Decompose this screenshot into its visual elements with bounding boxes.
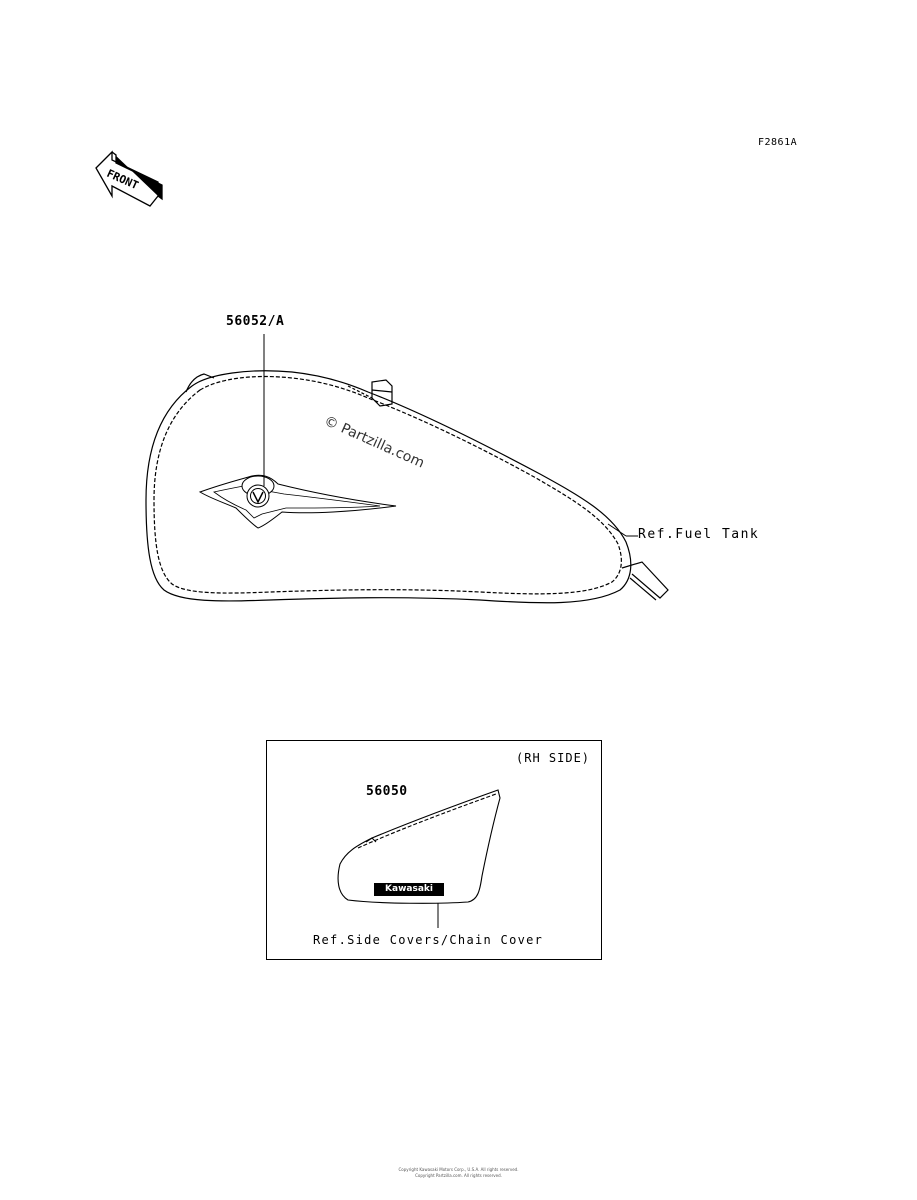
inset-side-label: (RH SIDE) (516, 751, 591, 765)
footer-copyright: Copyright Kawasaki Motors Corp., U.S.A. … (398, 1167, 519, 1172)
reference-side-covers: Ref.Side Covers/Chain Cover (313, 933, 544, 947)
side-cover-outline (337, 789, 501, 904)
tank-emblem (198, 474, 397, 529)
rh-side-inset-box (266, 740, 602, 960)
footer-copyright-line2: Copyright Partzilla.com. All rights rese… (415, 1173, 502, 1178)
fuel-tank-outline (145, 370, 669, 604)
kawasaki-decal: Kawasaki (374, 883, 444, 896)
reference-fuel-tank: Ref.Fuel Tank (638, 527, 760, 542)
leader-lines (263, 334, 638, 928)
part-number-side-cover-decal[interactable]: 56050 (366, 784, 408, 799)
figure-id: F2861A (758, 137, 798, 148)
part-number-tank-emblem[interactable]: 56052/A (226, 314, 285, 329)
front-arrow-icon: FRONT (95, 150, 163, 207)
